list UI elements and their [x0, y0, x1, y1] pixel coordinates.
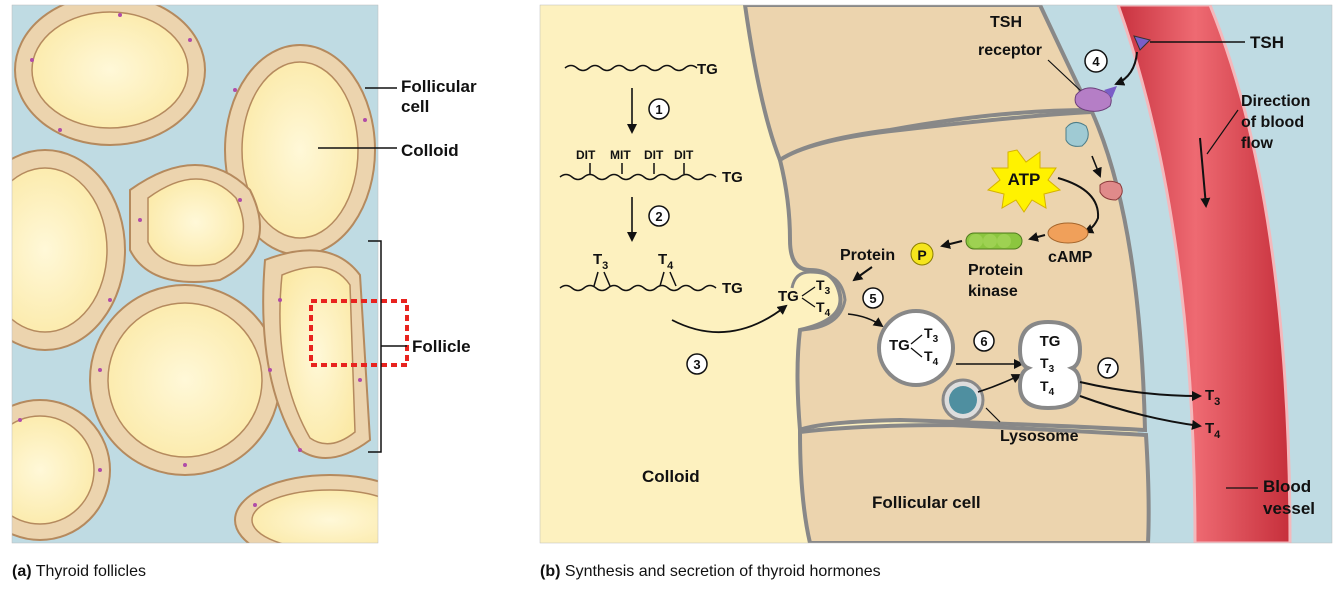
dit-label: DIT	[576, 148, 596, 162]
panel-b-diagram	[540, 5, 1332, 543]
tsh-label: TSH	[1250, 33, 1284, 52]
svg-text:T4: T4	[1040, 378, 1055, 398]
step-badge: 2	[648, 205, 670, 227]
blood-flow-arrow	[1199, 137, 1211, 208]
t3-label: T3	[1205, 387, 1220, 408]
camp-molecule	[1047, 222, 1089, 244]
colloid-vesicle: TG T3 T4	[877, 309, 955, 387]
svg-text:T4: T4	[924, 348, 939, 368]
adenylate-cyclase	[1099, 180, 1123, 201]
svg-text:TG: TG	[1040, 333, 1061, 350]
t3-label: T3	[593, 251, 608, 272]
label-follicular-cell: Follicular	[401, 77, 477, 96]
step-badge: 4	[1084, 49, 1108, 73]
follicular-cell-label: Follicular cell	[872, 493, 981, 512]
secretion-arrow-t4	[1079, 395, 1202, 430]
svg-text:P: P	[917, 247, 926, 263]
direction-label: flow	[1241, 135, 1274, 152]
caption-a: (a) Thyroid follicles	[12, 563, 146, 580]
caption-b: (b) Synthesis and secretion of thyroid h…	[540, 563, 881, 580]
phagolysosome: TG T3 T4	[1017, 319, 1083, 411]
step-badge: 5	[862, 287, 884, 309]
label-follicular-cell: cell	[401, 97, 429, 116]
protein-kinase	[965, 232, 1023, 250]
svg-text:T3: T3	[924, 325, 939, 345]
direction-label: Direction	[1241, 93, 1310, 110]
colloid-label: Colloid	[642, 467, 700, 486]
follicle-ring	[14, 5, 206, 146]
tsh-receptor-label: TSH	[990, 14, 1022, 31]
svg-text:2: 2	[655, 209, 662, 224]
tg-chain	[559, 284, 717, 292]
t4-label: T4	[816, 299, 831, 319]
svg-text:5: 5	[869, 291, 876, 306]
dit-label: DIT	[644, 148, 664, 162]
step-badge: 7	[1097, 357, 1119, 379]
follicle-ring	[12, 399, 111, 541]
lysosome	[941, 378, 985, 422]
follicle-ring	[224, 44, 376, 256]
atp-burst: ATP	[986, 149, 1062, 213]
t4-label: T4	[658, 251, 674, 272]
tg-label: TG	[722, 280, 743, 297]
follicle-ring	[234, 474, 378, 543]
step-badge: 6	[973, 330, 995, 352]
follicle-ring	[262, 249, 372, 459]
step-badge: 3	[686, 353, 708, 375]
tg-label: TG	[778, 288, 799, 305]
endocytic-pocket	[790, 270, 847, 332]
tsh-receptor-label: receptor	[978, 42, 1042, 59]
blood-vessel-label: vessel	[1263, 499, 1315, 518]
tsh-marker	[1133, 35, 1151, 51]
tsh-receptor	[1074, 86, 1117, 112]
tg-label: TG	[722, 169, 743, 186]
step-5-arrow	[847, 313, 884, 328]
svg-text:7: 7	[1104, 361, 1111, 376]
svg-text:3: 3	[693, 357, 700, 372]
blood-vessel	[1116, 5, 1292, 543]
step-3-arrow	[671, 304, 788, 334]
atp-label: ATP	[1008, 170, 1041, 189]
g-protein	[1065, 122, 1089, 147]
secretion-arrow-t3	[1079, 381, 1202, 401]
tg-chain	[564, 64, 698, 72]
label-follicle: Follicle	[412, 337, 471, 356]
svg-text:4: 4	[1092, 54, 1100, 69]
cell-nuclei	[18, 13, 367, 507]
t4-label: T4	[1205, 420, 1221, 441]
step-badge: 1	[648, 98, 670, 120]
protein-label: Protein	[840, 247, 895, 264]
svg-text:6: 6	[980, 334, 987, 349]
tg-label: TG	[697, 61, 718, 78]
tg-chain	[559, 173, 717, 181]
follicular-cell-bottom	[797, 422, 1151, 543]
svg-text:T3: T3	[1040, 355, 1055, 375]
svg-text:TG: TG	[889, 337, 910, 354]
protein-kinase-label: kinase	[968, 283, 1018, 300]
protein-kinase-label: Protein	[968, 262, 1023, 279]
blood-vessel-label: Blood	[1263, 477, 1311, 496]
follicle-ring	[129, 164, 261, 283]
follicle-ring	[89, 284, 281, 476]
mit-label: MIT	[610, 148, 631, 162]
follicle-ring	[12, 149, 126, 351]
lysosome-label: Lysosome	[1000, 428, 1079, 445]
t3-label: T3	[816, 277, 831, 297]
svg-text:1: 1	[655, 102, 662, 117]
panel-a-micrograph	[12, 5, 378, 543]
label-colloid: Colloid	[401, 141, 459, 160]
camp-label: cAMP	[1048, 249, 1093, 266]
direction-label: of blood	[1241, 114, 1304, 131]
dit-label: DIT	[674, 148, 694, 162]
phosphate-badge: P	[910, 242, 934, 266]
